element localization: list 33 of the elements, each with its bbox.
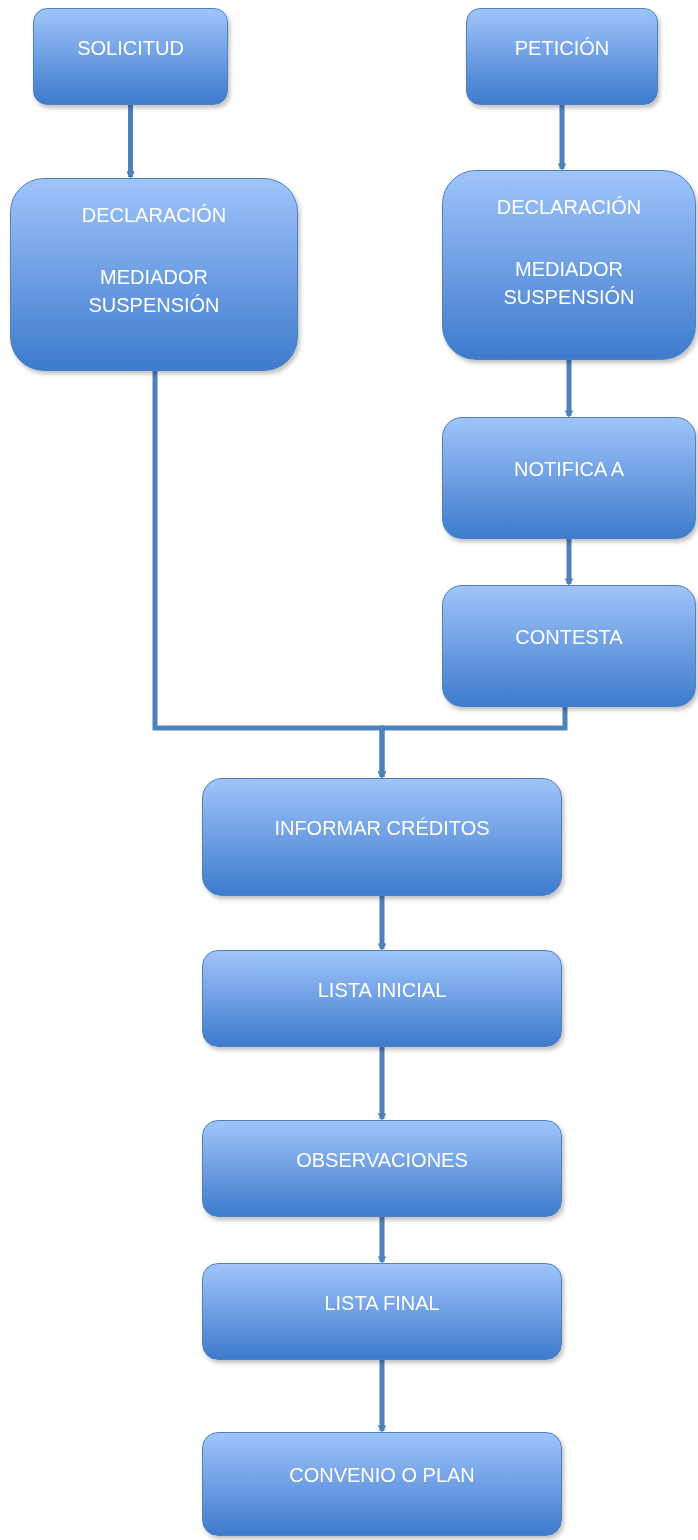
arrow: [564, 539, 574, 585]
box-label: CONVENIO O PLAN: [289, 1463, 475, 1488]
process-box: [442, 417, 696, 539]
box-label: OBSERVACIONES: [296, 1147, 468, 1173]
box-label: SOLICITUD: [77, 35, 184, 61]
arrow: [377, 1047, 387, 1120]
process-box: [33, 8, 228, 105]
process-box: [442, 585, 696, 707]
arrow: [377, 896, 387, 950]
box-label: CONTESTA: [515, 625, 623, 650]
process-box: [442, 170, 696, 360]
box-label: PETICIÓN: [514, 35, 610, 61]
arrow: [126, 105, 135, 178]
process-box: [202, 950, 562, 1047]
process-box: [202, 1263, 562, 1360]
process-box: [466, 8, 658, 105]
process-box: [202, 1120, 562, 1217]
box-label: INFORMAR CRÉDITOS: [274, 816, 490, 841]
arrow: [377, 1360, 387, 1432]
process-box: [10, 178, 298, 371]
box-label: MEDIADOR SUSPENSIÓN: [502, 257, 636, 310]
box-label: LISTA FINAL: [324, 1290, 440, 1316]
arrow: [564, 360, 574, 417]
box-label: LISTA INICIAL: [317, 977, 447, 1003]
arrow: [377, 1217, 387, 1263]
box-label: DECLARACIÓN: [496, 195, 642, 220]
arrow: [557, 105, 567, 170]
process-box: [202, 1432, 562, 1536]
box-label: MEDIADOR SUSPENSIÓN: [87, 265, 221, 318]
box-label: DECLARACIÓN: [81, 203, 227, 228]
process-box: [202, 778, 562, 896]
box-label: NOTIFICA A: [514, 457, 624, 482]
arrow: [377, 707, 568, 778]
